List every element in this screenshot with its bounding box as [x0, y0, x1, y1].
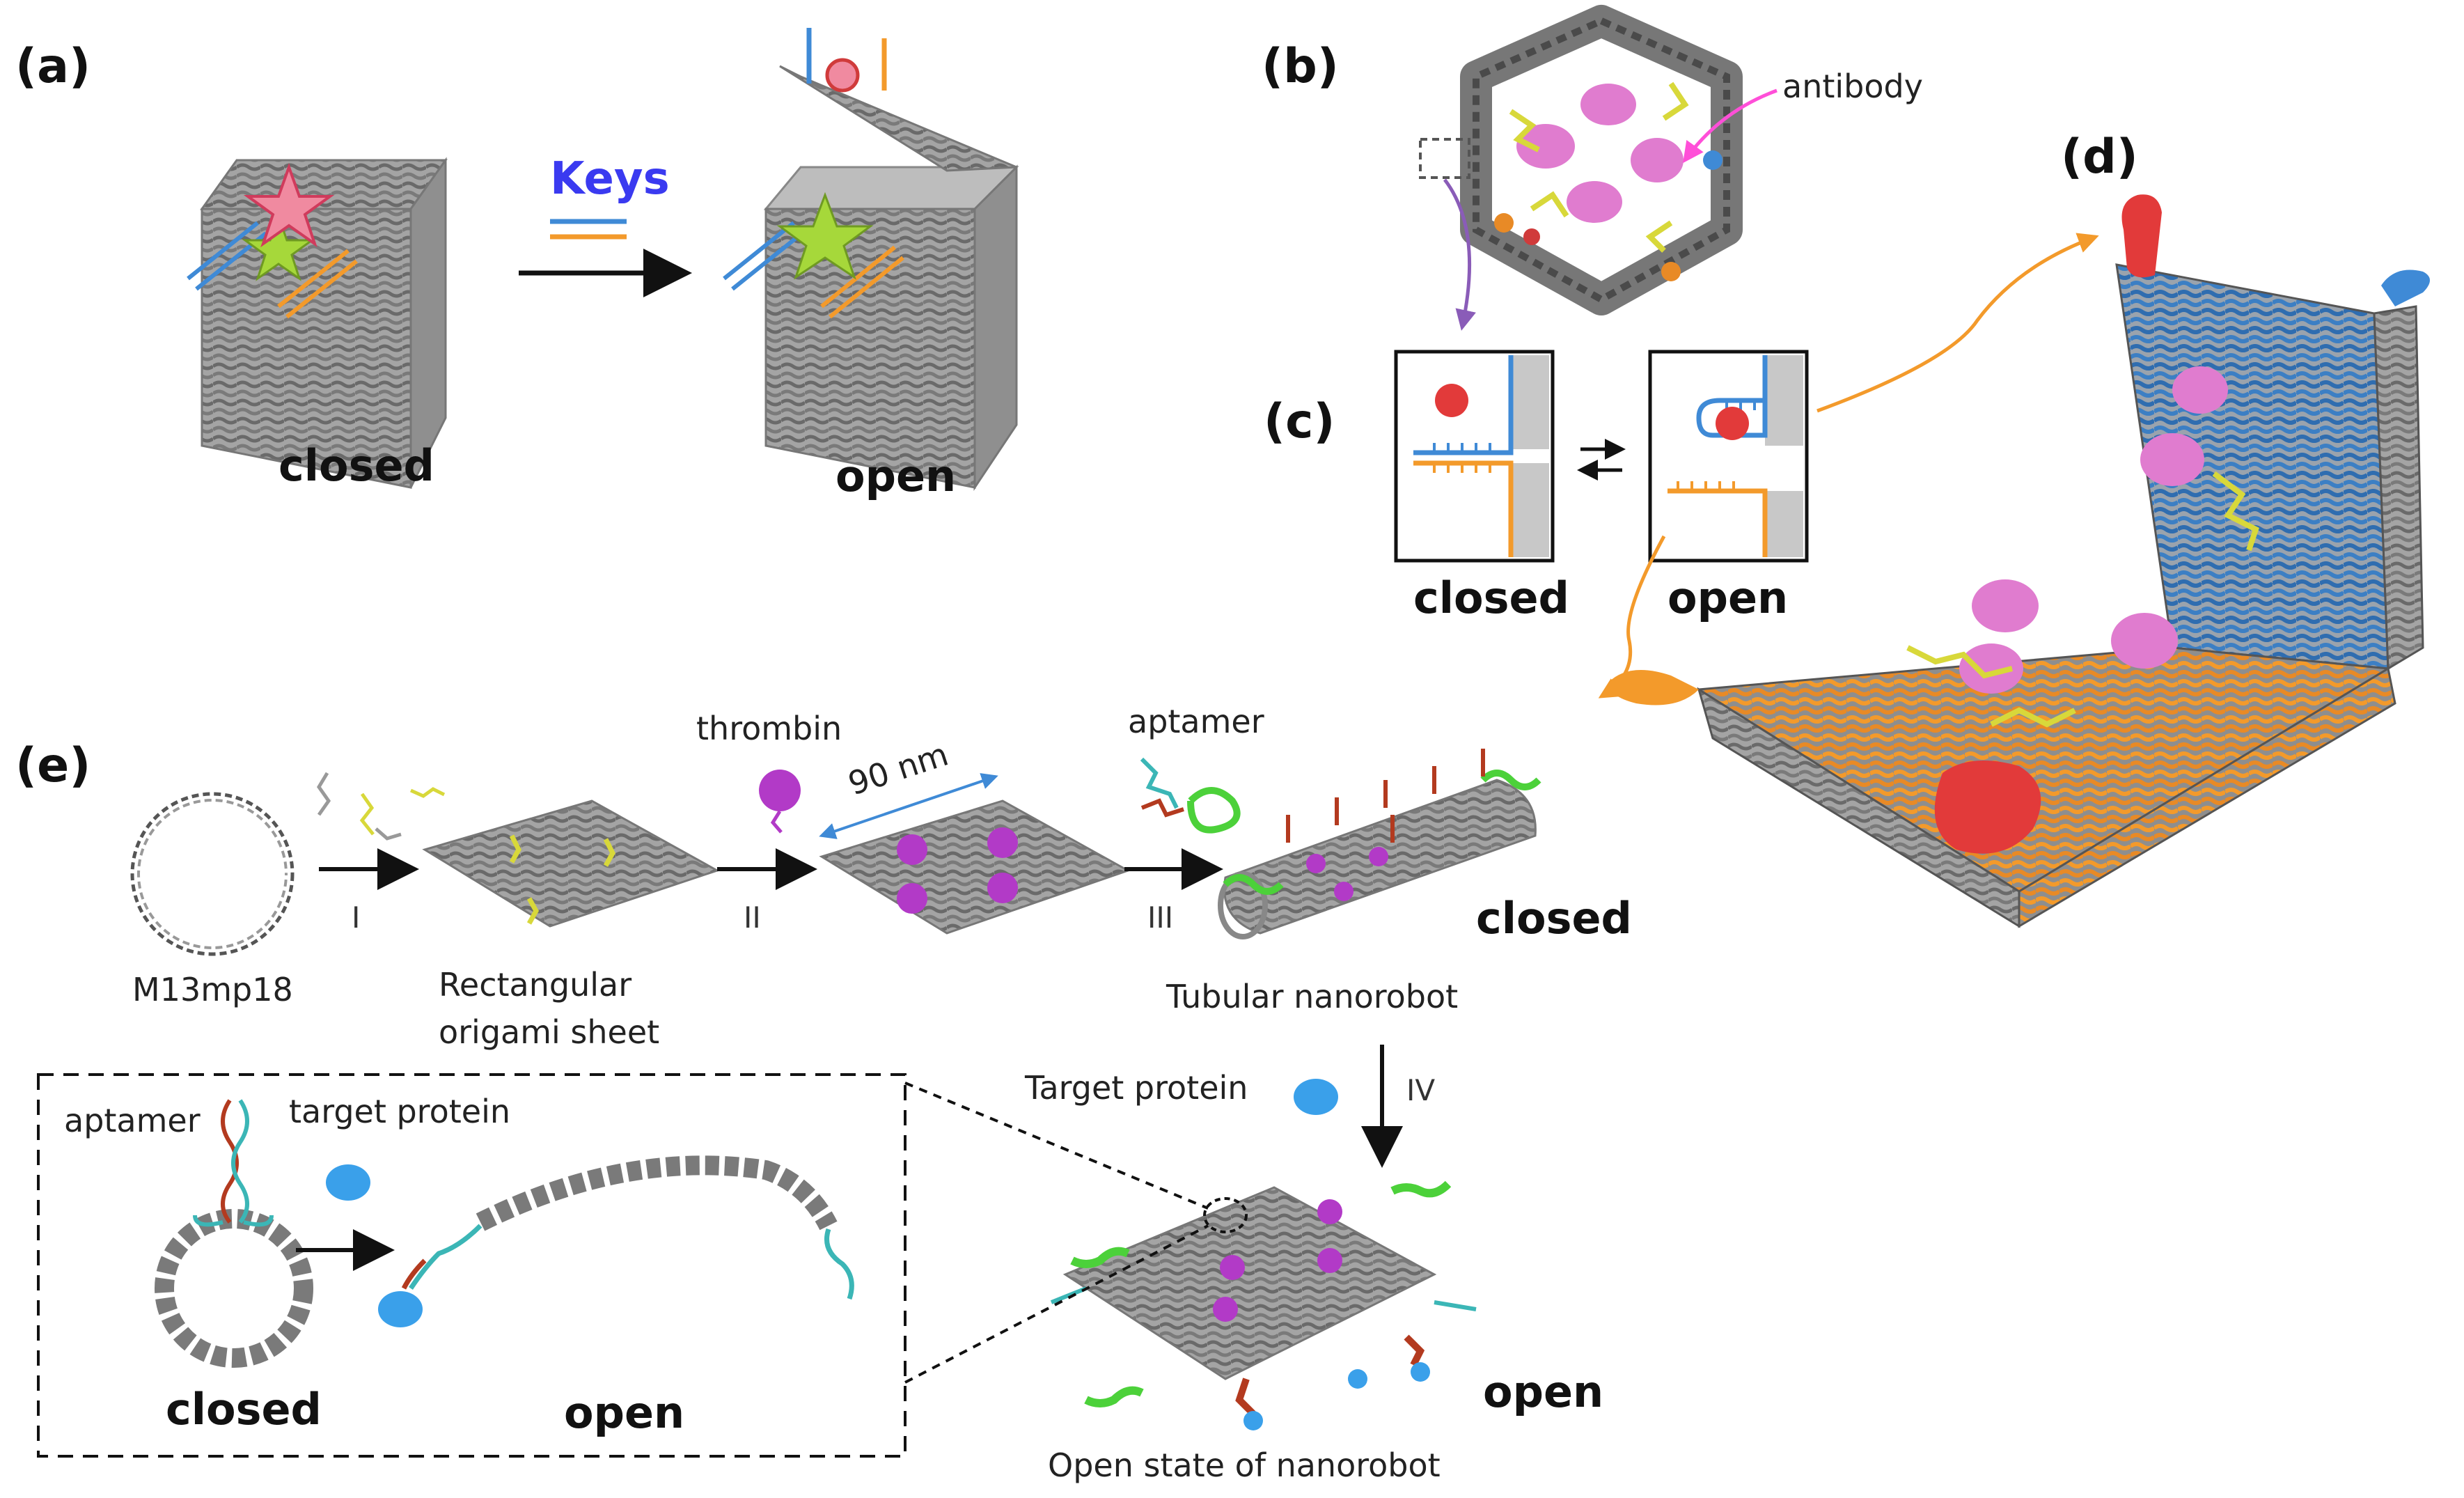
antibody-blob [1516, 124, 1575, 169]
red-star-icon [243, 163, 335, 248]
m13-scaffold-circle [130, 792, 295, 956]
bound-target-protein-icon [378, 1291, 423, 1327]
open-state-label: open [1483, 1366, 1603, 1417]
inset-open-label: open [564, 1387, 684, 1438]
closed-origami-box [187, 157, 448, 489]
antibody-blob [2140, 433, 2204, 486]
open-origami-box [723, 28, 1019, 491]
green-star-icon [242, 212, 315, 281]
inset-closed-ring [155, 1099, 313, 1368]
thrombin-icon [759, 770, 801, 811]
red-cargo-marker [1716, 407, 1749, 440]
antibody-pointer-arrow [1683, 88, 1778, 164]
inset-target-label: target protein [289, 1093, 510, 1130]
inset-closed-label: closed [166, 1384, 322, 1435]
antibody-blob [1567, 181, 1622, 223]
step-4-label: IV [1406, 1073, 1435, 1107]
antibody-blob [1631, 138, 1684, 182]
gate-zoom-box [1419, 138, 1470, 179]
panel-c: (c) closed open [1264, 233, 2099, 699]
step-3-label: III [1147, 900, 1173, 935]
red-latch-top [2121, 194, 2162, 278]
mechanism-inset-box [37, 1073, 907, 1458]
step-1-label: I [352, 900, 360, 935]
target-protein-label: Target protein [1024, 1069, 1248, 1107]
keys-label: Keys [550, 153, 670, 205]
panel-b-letter: (b) [1262, 39, 1339, 94]
panel-a: (a) closed Keys [15, 28, 1019, 501]
tube-label: Tubular nanorobot [1166, 978, 1458, 1015]
aptamer-icons [1140, 757, 1241, 834]
antibody-blob [1972, 579, 2039, 632]
antibody-blob [2111, 613, 2178, 669]
aptamer-label: aptamer [1128, 703, 1264, 740]
step-2-label: II [744, 900, 761, 935]
pink-cargo-marker [825, 58, 860, 93]
gate-closed-box [1394, 350, 1555, 563]
m13-label: M13mp18 [132, 971, 293, 1008]
tubular-nanorobot [1218, 749, 1541, 939]
length-label: 90 nm [844, 735, 953, 803]
thrombin-label: thrombin [696, 710, 842, 747]
zoom-pointer-arrow [1443, 178, 1476, 331]
inset-open-chain [378, 1155, 854, 1327]
panel-c-letter: (c) [1264, 394, 1335, 449]
tube-closed-label: closed [1476, 893, 1632, 944]
panel-a-closed-label: closed [278, 440, 434, 491]
panel-e-letter: (e) [15, 738, 91, 793]
panel-e: (e) M13mp18 I Rectangular origami sheet … [15, 703, 1632, 1484]
antibody-blob [2172, 366, 2228, 414]
panel-b: (b) antibody [1262, 5, 1923, 331]
open-to-robot-arrow [1816, 233, 2099, 413]
open-state-caption: Open state of nanorobot [1048, 1446, 1441, 1484]
zoom-ring [1203, 1197, 1248, 1233]
antibody-blob [1959, 643, 2023, 694]
red-latch-bottom [1934, 760, 2041, 854]
equilibrium-arrows [1577, 439, 1626, 481]
hexagonal-nanorobot-open [1608, 194, 2430, 928]
panel-a-open-label: open [835, 451, 956, 501]
panel-c-open-label: open [1667, 572, 1788, 623]
panel-a-letter: (a) [15, 39, 91, 94]
staple-strands [317, 772, 446, 841]
antibody-label: antibody [1782, 68, 1923, 105]
target-protein-icon [1294, 1079, 1338, 1115]
hexagonal-nanorobot-cross-section [1419, 5, 1743, 315]
red-cargo-marker [1435, 384, 1468, 417]
green-star-icon [776, 192, 874, 280]
rectangular-origami-sheet [422, 799, 720, 928]
antibody-blob [1580, 84, 1636, 125]
length-dimension-arrow [819, 773, 998, 839]
open-lid [779, 65, 1017, 172]
sheet-label-line2: origami sheet [439, 1013, 659, 1051]
sheet-label-line1: Rectangular [439, 966, 631, 1004]
open-nanorobot-sheet [1050, 1180, 1477, 1430]
inset-target-protein-icon [326, 1164, 370, 1201]
panel-d-letter: (d) [2061, 130, 2138, 185]
inset-aptamer-label: aptamer [64, 1102, 201, 1139]
panel-c-closed-label: closed [1413, 572, 1569, 623]
gate-open-box [1648, 350, 1809, 563]
panel-d: (d) [1608, 130, 2430, 928]
